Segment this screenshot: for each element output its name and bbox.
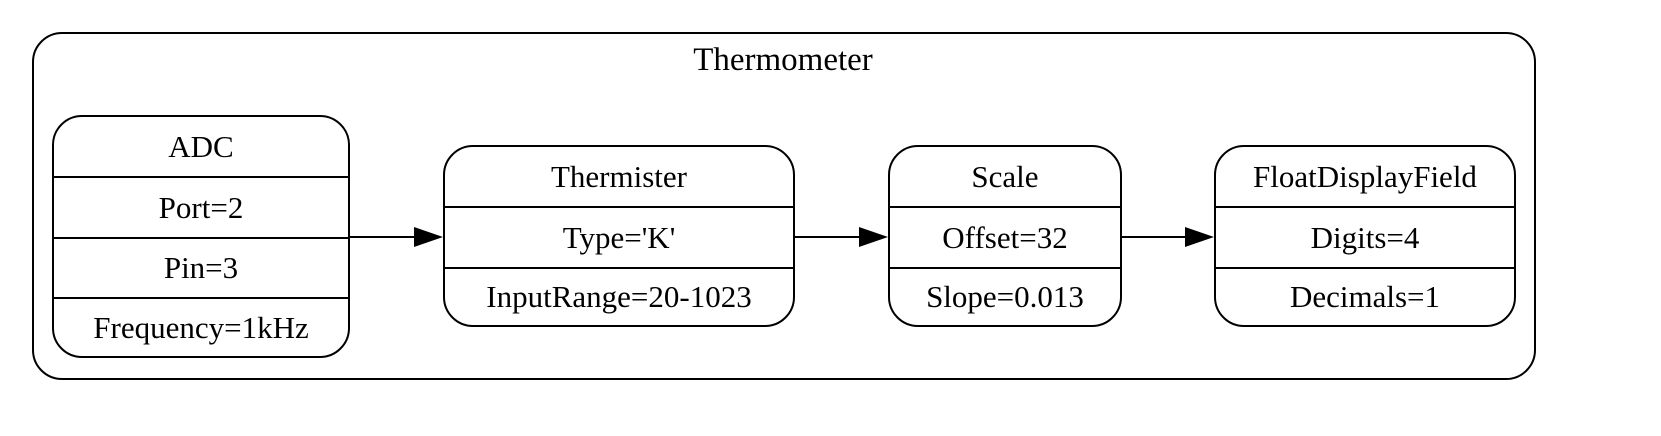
node-adc-field-frequency: Frequency=1kHz — [93, 309, 309, 345]
node-float-display-field: FloatDisplayField Digits=4 Decimals=1 — [1214, 145, 1516, 327]
cluster-title: Thermometer — [693, 42, 873, 78]
node-scale-field-offset: Offset=32 — [942, 219, 1068, 255]
divider — [445, 267, 793, 269]
node-scale-title: Scale — [971, 158, 1039, 194]
node-scale: Scale Offset=32 Slope=0.013 — [888, 145, 1122, 327]
node-adc: ADC Port=2 Pin=3 Frequency=1kHz — [52, 115, 350, 358]
node-thermister-field-input-range: InputRange=20-1023 — [486, 279, 752, 314]
node-adc-field-pin: Pin=3 — [163, 250, 239, 285]
divider — [54, 176, 348, 178]
node-adc-field-port: Port=2 — [158, 189, 244, 225]
node-thermister: Thermister Type='K' InputRange=20-1023 — [443, 145, 795, 327]
node-float-display-field-field-digits: Digits=4 — [1310, 219, 1420, 255]
node-float-display-field-field-decimals: Decimals=1 — [1289, 279, 1441, 314]
cluster-thermometer — [32, 32, 1536, 380]
node-thermister-field-type: Type='K' — [562, 219, 676, 255]
divider — [1216, 206, 1514, 208]
node-scale-field-slope: Slope=0.013 — [926, 279, 1084, 314]
node-adc-title: ADC — [168, 128, 234, 164]
divider — [54, 297, 348, 299]
node-thermister-title: Thermister — [550, 158, 687, 194]
divider — [890, 267, 1120, 269]
divider — [1216, 267, 1514, 269]
node-float-display-field-title: FloatDisplayField — [1253, 158, 1477, 194]
divider — [54, 237, 348, 239]
divider — [890, 206, 1120, 208]
divider — [445, 206, 793, 208]
